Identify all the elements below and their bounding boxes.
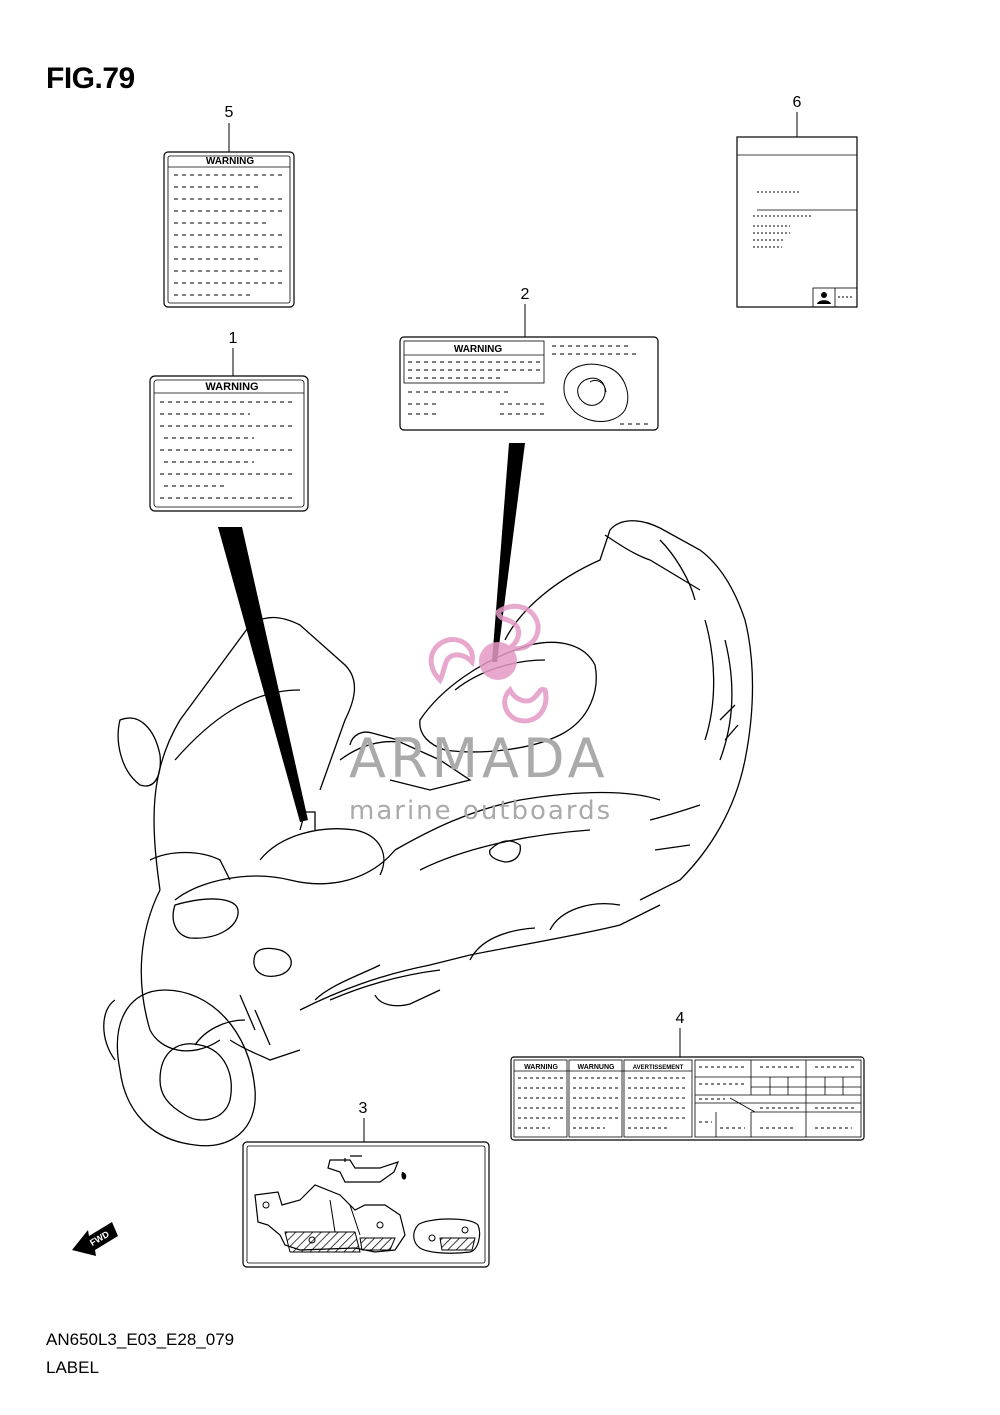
callout-6: 6 [792,94,802,111]
label-4-heading-2: WARNUNG [578,1064,615,1071]
label-1-heading: WARNING [205,381,258,393]
label-5 [163,151,295,308]
scooter-drawing [103,520,754,1147]
callout-3: 3 [358,1100,368,1117]
callout-leaders [228,112,798,1142]
watermark-title: ARMADA [349,727,609,790]
label-5-heading: WARNING [206,156,255,167]
callout-4: 4 [675,1010,685,1027]
fwd-arrow-icon [72,1222,118,1256]
watermark-subtitle: marine outboards [349,796,613,826]
label-2 [399,336,659,431]
pointer-label-1 [218,527,308,822]
pointer-label-2 [492,443,525,662]
figure-code: AN650L3_E03_E28_079 [46,1330,235,1349]
callout-5: 5 [224,104,234,121]
label-3 [242,1141,490,1268]
callout-1: 1 [228,330,238,347]
label-4-heading-3: AVERTISSEMENT [633,1065,684,1071]
label-1 [149,375,309,512]
label-4 [510,1056,865,1141]
label-2-heading: WARNING [454,344,503,355]
propeller-watermark-icon [428,603,549,724]
figure-title: FIG.79 [46,62,135,95]
label-4-heading-1: WARNING [524,1064,558,1071]
callout-2: 2 [520,286,530,303]
figure-name: LABEL [46,1358,99,1377]
label-6 [736,136,858,308]
